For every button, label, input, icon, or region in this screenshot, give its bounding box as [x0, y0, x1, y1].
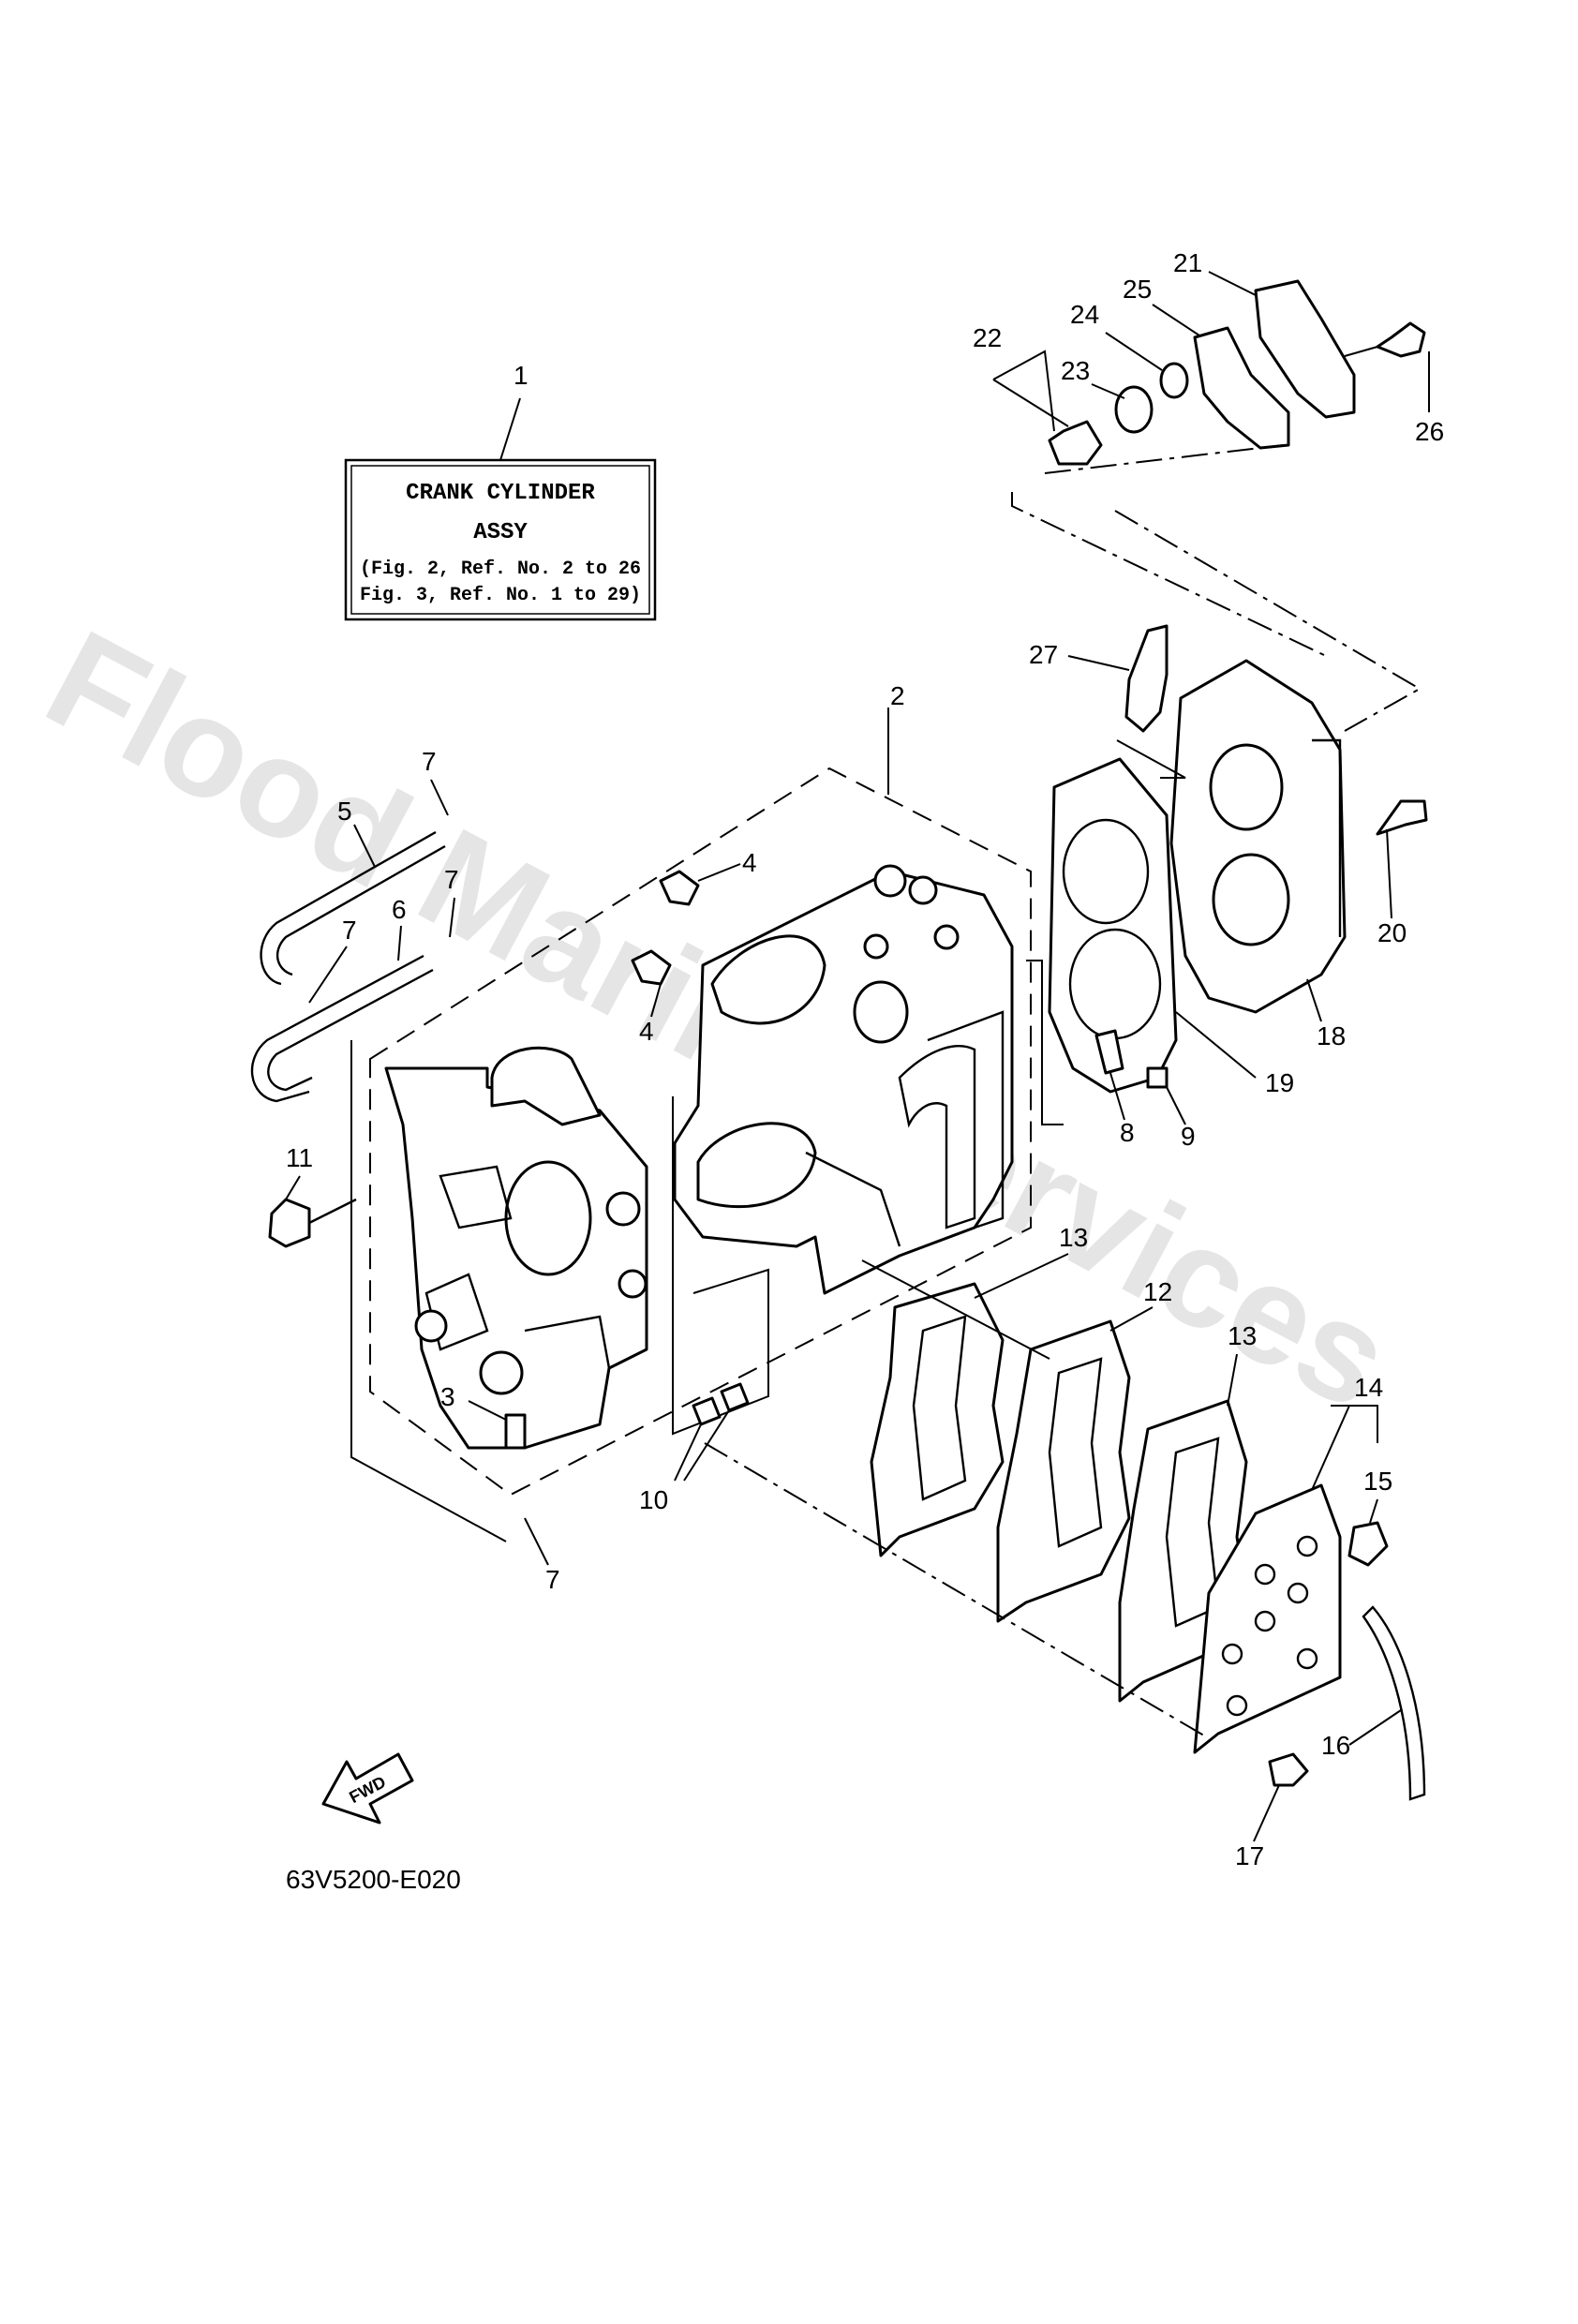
callout-14: 14: [1354, 1373, 1383, 1402]
callout-19: 19: [1265, 1068, 1294, 1097]
fitting-15: [1347, 1521, 1389, 1567]
hose-6: [250, 954, 424, 1103]
callout-5: 5: [337, 797, 352, 826]
callout-12: 12: [1143, 1277, 1172, 1306]
callout-27: 27: [1029, 640, 1058, 669]
clip-8: [1094, 1029, 1124, 1075]
screw-9: [1146, 1066, 1169, 1089]
bolt-17: [1268, 1752, 1309, 1787]
callout-26: 26: [1415, 417, 1444, 446]
callout-16: 16: [1321, 1731, 1350, 1760]
dowel-pin-10a: [692, 1396, 722, 1426]
label-line-1: CRANK CYLINDER: [406, 481, 595, 506]
callout-17: 17: [1235, 1841, 1264, 1870]
spark-plug-27: [1124, 624, 1169, 733]
assembly-boundary: [369, 767, 1032, 1497]
cylinder-block: [673, 864, 1014, 1295]
callout-20: 20: [1377, 918, 1407, 947]
callout-13b: 13: [1228, 1321, 1257, 1350]
callout-3: 3: [440, 1382, 455, 1411]
callout-4a: 4: [742, 848, 757, 877]
callout-7a: 7: [422, 747, 437, 776]
label-line-4: Fig. 3, Ref. No. 1 to 29): [360, 585, 641, 606]
callout-21: 21: [1173, 248, 1202, 277]
callout-24: 24: [1070, 300, 1099, 329]
callout-4b: 4: [639, 1017, 654, 1046]
callout-7d: 7: [545, 1565, 560, 1594]
callout-18: 18: [1317, 1021, 1346, 1050]
cylinder-head-18: [1169, 659, 1347, 1014]
figure-code: 63V5200-E020: [286, 1865, 461, 1894]
exhaust-cover-14: [1193, 1483, 1342, 1754]
thermostat-gasket-25: [1193, 326, 1290, 450]
callout-22: 22: [973, 323, 1002, 352]
label-line-3: (Fig. 2, Ref. No. 2 to 26: [360, 559, 641, 580]
thermostat-cover-21: [1254, 279, 1356, 419]
crank-cylinder-assy-label: CRANK CYLINDER ASSY (Fig. 2, Ref. No. 2 …: [344, 458, 657, 621]
pin-3: [504, 1413, 527, 1450]
callout-10: 10: [639, 1485, 668, 1514]
callout-2: 2: [890, 681, 905, 710]
callout-7b: 7: [444, 865, 459, 894]
fwd-arrow-icon: FWD: [321, 1752, 414, 1825]
label-line-2: ASSY: [473, 520, 528, 545]
callout-25: 25: [1123, 275, 1152, 304]
callout-7c: 7: [342, 916, 357, 945]
callout-1: 1: [514, 361, 528, 390]
hose-16: [1362, 1605, 1426, 1801]
dowel-pin-10b: [720, 1382, 750, 1412]
washer-24: [1159, 362, 1189, 399]
callout-15: 15: [1363, 1467, 1392, 1496]
seal-23: [1114, 385, 1154, 434]
callout-9: 9: [1181, 1122, 1196, 1151]
callout-23: 23: [1061, 356, 1090, 385]
callout-13a: 13: [1059, 1223, 1088, 1252]
head-gasket-19: [1048, 757, 1178, 1094]
thermostat-22: [1048, 420, 1103, 466]
crankcase-half: [384, 1046, 648, 1450]
exhaust-outer-plate-12: [996, 1319, 1131, 1623]
fitting-4b: [631, 949, 672, 986]
bolt-20: [1376, 799, 1428, 836]
hose-5: [260, 830, 437, 986]
callout-8: 8: [1120, 1118, 1135, 1147]
callout-6: 6: [392, 895, 407, 924]
exhaust-inner-plate-13a: [870, 1282, 1005, 1557]
bolt-26: [1376, 321, 1426, 358]
fitting-4a: [659, 870, 700, 906]
callout-11: 11: [286, 1143, 313, 1172]
bolt-11: [268, 1198, 311, 1248]
